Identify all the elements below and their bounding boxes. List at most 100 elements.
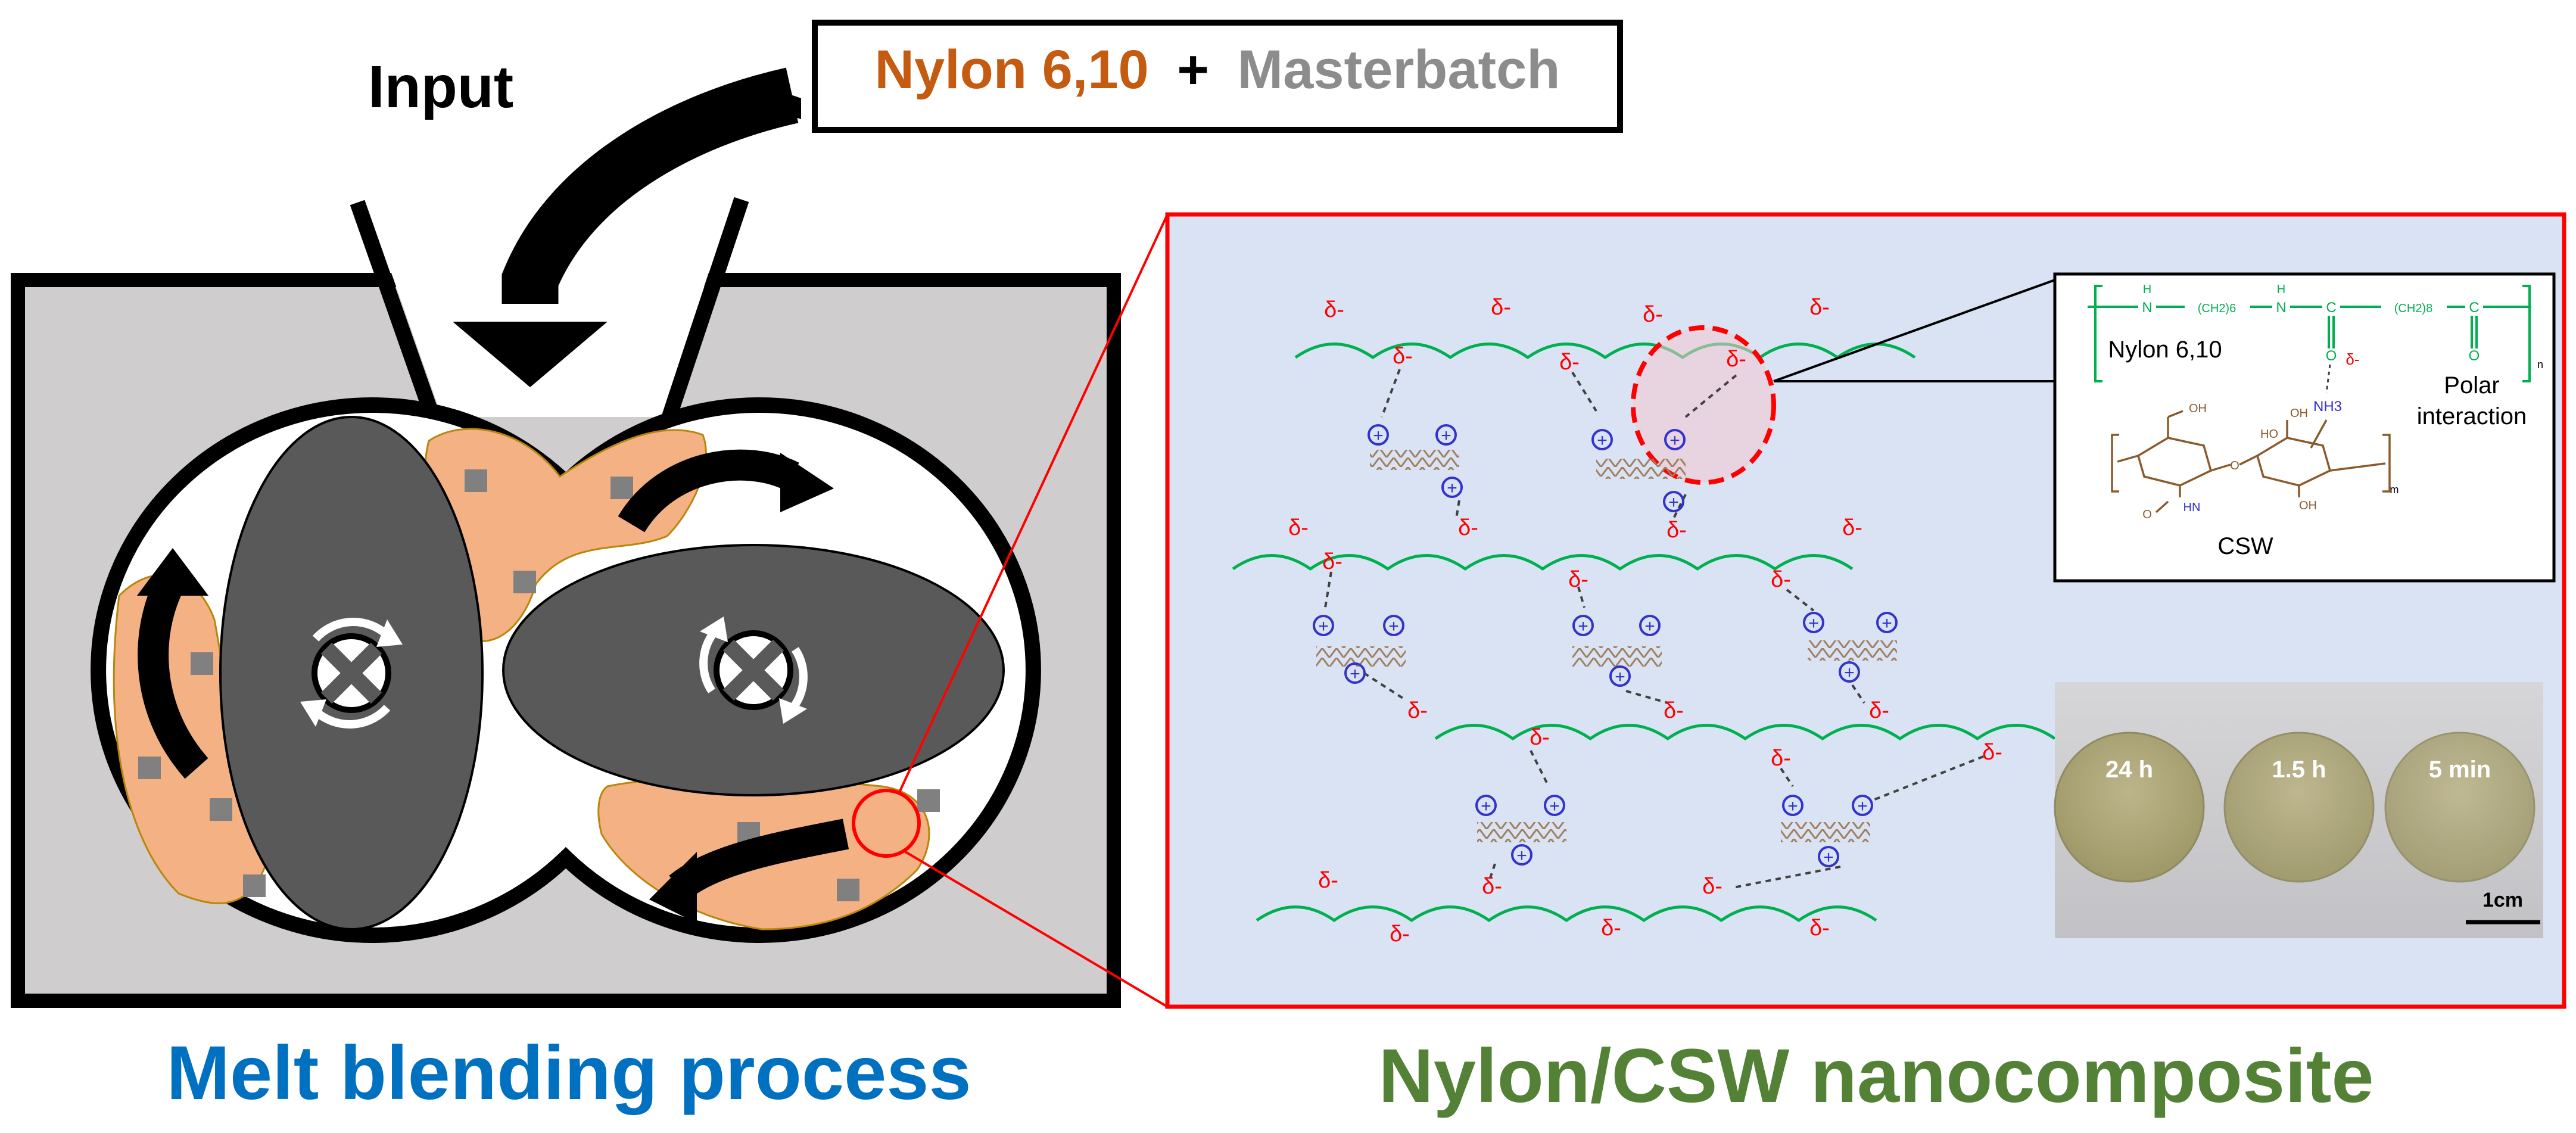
svg-text:(CH2)6: (CH2)6 <box>2198 302 2236 315</box>
plus-charge-icon <box>1344 662 1366 684</box>
positive-charge-signs: + + + + + + + + + + + + + + + + + + + + … <box>1318 426 1892 867</box>
sample-label-1-5h: 1.5 h <box>2272 757 2326 783</box>
csw-fragments: OH HN O O OH HO OH m <box>2142 402 2399 521</box>
svg-text:C: C <box>2469 300 2479 316</box>
polymer-chains <box>1232 343 2056 923</box>
csw-whisker <box>1477 822 1566 842</box>
plus-charge-icon <box>1441 477 1463 498</box>
mixer-diagram <box>11 67 1169 1008</box>
svg-text:+: + <box>1318 617 1329 636</box>
polymer-chain <box>1434 724 2056 741</box>
delta-minus: δ- <box>1324 297 1344 322</box>
svg-text:O: O <box>2469 348 2480 364</box>
delta-minus: δ- <box>1771 567 1791 592</box>
plus-charge-icon <box>1383 615 1404 636</box>
csw-whisker <box>1808 640 1897 661</box>
delta-minus: δ- <box>1982 740 2002 765</box>
svg-text:+: + <box>1857 796 1868 816</box>
svg-text:m: m <box>2390 484 2399 496</box>
delta-minus: δ- <box>1842 515 1862 540</box>
svg-text:N: N <box>2276 300 2286 316</box>
svg-text:Nylon 6,10 + Maste: Nylon 6,10 + Masterbatch <box>875 39 1560 100</box>
csw-whisker <box>1316 646 1406 667</box>
nylon-fragments: N H (CH2)6 N H C O (CH2)8 C O n <box>2138 283 2543 371</box>
plus-charge-icon <box>1572 615 1594 636</box>
svg-text:+: + <box>1516 846 1527 866</box>
polymer-chain <box>1256 905 1877 923</box>
csw-structure-label: CSW <box>2217 533 2273 559</box>
svg-text:+: + <box>1549 796 1560 816</box>
caption-nanocomposite: Nylon/CSW nanocomposite <box>1378 1034 2373 1119</box>
delta-minus: δ- <box>1288 515 1309 540</box>
delta-minus: δ- <box>1559 350 1580 375</box>
delta-minus: δ- <box>1809 916 1830 941</box>
plus-charge-icon <box>1639 615 1661 636</box>
sample-disc-5min <box>2384 732 2535 883</box>
svg-text:OH: OH <box>2290 407 2308 420</box>
svg-text:H: H <box>2277 283 2285 296</box>
hopper-wall-right <box>659 197 749 426</box>
feed-plus: + <box>1177 39 1209 100</box>
svg-text:+: + <box>1787 796 1798 816</box>
csw-structure <box>2111 410 2391 513</box>
delta-minus: δ- <box>1390 922 1410 947</box>
svg-text:+: + <box>1447 478 1457 498</box>
plus-charge-icon <box>1591 429 1613 450</box>
svg-text:O: O <box>2142 508 2152 521</box>
flow-arrow-bottom-icon <box>649 818 849 923</box>
plus-charge-icon <box>1852 795 1873 816</box>
callout-line-top <box>1773 279 2055 382</box>
scale-bar-label: 1cm <box>2482 889 2523 911</box>
nylon-backbone <box>2088 285 2531 382</box>
delta-minus: δ- <box>1322 549 1342 574</box>
plus-charge-icon <box>1609 665 1631 687</box>
interaction-lines <box>1324 369 1984 889</box>
delta-minus: δ- <box>1809 295 1830 320</box>
svg-text:+: + <box>1481 796 1491 816</box>
delta-minus: δ- <box>1482 874 1502 899</box>
svg-text:OH: OH <box>2299 499 2317 512</box>
svg-text:+: + <box>1350 664 1360 684</box>
sample-label-24h: 24 h <box>2105 757 2153 783</box>
nylon-structure-label: Nylon 6,10 <box>2108 337 2222 363</box>
plus-charge-icon <box>1839 661 1860 683</box>
svg-text:+: + <box>1882 614 1892 633</box>
svg-text:N: N <box>2142 300 2152 316</box>
svg-text:+: + <box>1597 431 1608 450</box>
masterbatch-particles <box>138 469 940 901</box>
plus-charge-icon <box>1663 491 1684 512</box>
delta-minus: δ- <box>1568 567 1588 592</box>
rotor-axis-left-icon <box>300 618 403 729</box>
delta-minus: δ- <box>1771 746 1791 771</box>
svg-text:+: + <box>1644 617 1655 636</box>
input-label: Input <box>368 54 513 120</box>
positive-charges <box>1313 424 1898 867</box>
svg-text:+: + <box>1615 667 1625 687</box>
delta-minus: δ- <box>1643 302 1663 327</box>
zoom-line-top <box>898 214 1169 793</box>
delta-minus: δ- <box>1393 344 1413 369</box>
svg-text:O: O <box>2230 459 2239 472</box>
plus-charge-icon <box>1818 846 1839 867</box>
plus-charge-icon <box>1313 615 1334 636</box>
svg-text:C: C <box>2326 300 2336 316</box>
delta-minus: δ- <box>1491 295 1511 320</box>
delta-minus: δ- <box>1869 698 1889 723</box>
delta-minus: δ- <box>1664 698 1684 723</box>
delta-minus: δ- <box>1726 347 1746 372</box>
svg-text:+: + <box>1669 431 1680 450</box>
delta-minus: δ- <box>1458 515 1478 540</box>
polar-interaction-label-1: Polar <box>2444 372 2499 399</box>
csw-whisker <box>1781 822 1870 842</box>
sample-photo: 24 h 1.5 h 5 min 1cm <box>2054 682 2543 938</box>
plus-charge-icon <box>1803 612 1824 633</box>
zoom-circle <box>852 789 921 858</box>
svg-text:+: + <box>1373 426 1384 446</box>
svg-text:+: + <box>1668 493 1679 512</box>
csw-whisker <box>1596 459 1686 479</box>
sample-disc-1-5h <box>2223 732 2375 883</box>
nanocomposite-panel: + + + + + + + + + + + + + + + + + + + + … <box>1165 212 2566 1009</box>
svg-text:HN: HN <box>2183 501 2201 514</box>
plus-charge-icon <box>1368 424 1389 446</box>
svg-text:+: + <box>1441 426 1451 446</box>
